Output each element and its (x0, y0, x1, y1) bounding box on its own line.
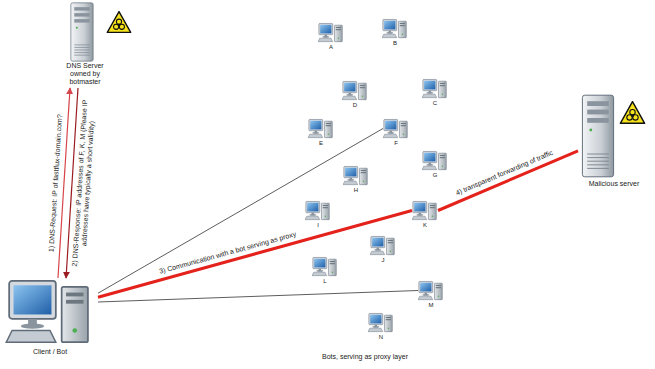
bot-computer: J (370, 235, 396, 265)
bot-computer: N (368, 312, 394, 342)
biohazard-symbol (107, 12, 130, 33)
bot-computer: G (422, 150, 448, 180)
connector (98, 291, 418, 303)
bot-computer-icon (370, 236, 394, 254)
malicious-server: Malicious server (578, 92, 650, 190)
bot-computer: D (342, 80, 368, 110)
bot-computer-icon (318, 23, 342, 41)
client-computer-icon (6, 281, 88, 342)
bot-computer: L (312, 256, 338, 286)
bot-computer-icon (368, 313, 392, 331)
bot-computer: H (343, 165, 369, 195)
bot-computer-icon (422, 79, 446, 97)
bot-computer-icon (422, 151, 446, 169)
node-label: F (394, 140, 398, 147)
layer-caption: Bots, serving as proxy layer (322, 353, 408, 361)
node-label: E (319, 140, 323, 147)
edge-label: 2) DNS-Response: IP addresses of F, K, M… (70, 91, 98, 277)
bot-computer: F (383, 118, 409, 148)
node-label: I (317, 222, 319, 229)
connector (98, 129, 383, 294)
connector (438, 151, 578, 211)
connector (98, 211, 412, 298)
edge-label: 1) DNS-Request: IP of fastflux-domain.co… (48, 114, 65, 252)
bot-computer: K (412, 200, 438, 230)
node-label: L (323, 278, 326, 285)
node-label: G (433, 172, 438, 179)
node-label: M (429, 302, 434, 309)
bot-computer: M (418, 280, 444, 310)
node-label: Client / Bot (33, 348, 67, 356)
bot-computer-icon (382, 19, 406, 37)
bot-computer-icon (418, 281, 442, 299)
client-computer: Client / Bot (2, 278, 98, 358)
node-label: J (382, 257, 385, 264)
edge-label: 3) Communication with a bot serving as p… (158, 230, 297, 276)
bot-computer-icon (305, 201, 329, 219)
edge-label: 4) transparent forwarding of traffic (455, 149, 555, 198)
dns-server: DNS Server owned by botmaster (50, 2, 120, 88)
node-label: B (393, 40, 397, 47)
biohazard-symbol (620, 102, 644, 124)
bot-computer-icon (312, 257, 336, 275)
bot-computer-icon (342, 81, 366, 99)
bot-computer: B (382, 18, 408, 48)
bot-computer: C (422, 78, 448, 108)
node-label: D (353, 102, 357, 109)
node-label: N (379, 334, 383, 341)
node-label: DNS Server owned by botmaster (60, 62, 110, 86)
malicious-server-icon (582, 95, 613, 177)
node-label: H (354, 187, 358, 194)
bot-computer-icon (343, 166, 367, 184)
node-label: Malicious server (589, 180, 640, 188)
bot-computer-icon (308, 119, 332, 137)
dns-server-icon (71, 3, 93, 61)
node-label: C (433, 100, 437, 107)
node-label: A (329, 44, 333, 51)
node-label: K (423, 222, 427, 229)
bot-computer: E (308, 118, 334, 148)
bot-computer-icon (383, 119, 407, 137)
bot-computer: A (318, 22, 344, 52)
bot-computer: I (305, 200, 331, 230)
bot-computer-icon (412, 201, 436, 219)
